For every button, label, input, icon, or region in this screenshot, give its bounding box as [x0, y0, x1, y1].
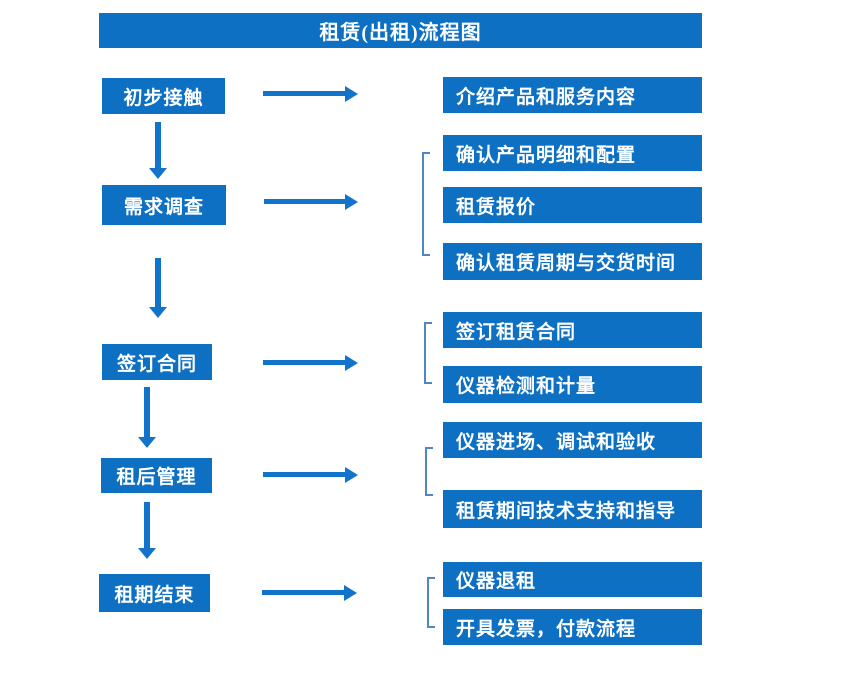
- step-box-initial-contact: 初步接触: [102, 78, 225, 114]
- arrow-head-icon: [345, 194, 358, 210]
- detail-box-instrument-entry-debug-acceptance: 仪器进场、调试和验收: [443, 422, 702, 458]
- arrow-shaft: [155, 258, 161, 308]
- bracket-step4-details: [425, 447, 433, 496]
- detail-box-instrument-return: 仪器退租: [443, 562, 702, 597]
- step-box-demand-survey: 需求调查: [102, 185, 226, 225]
- step-box-post-lease-management: 租后管理: [101, 458, 212, 493]
- arrow-shaft: [144, 387, 150, 438]
- right-arrow-step3: [263, 355, 358, 371]
- arrow-head-icon: [345, 355, 358, 371]
- right-arrow-step1: [263, 86, 358, 102]
- right-arrow-step5: [262, 585, 357, 601]
- detail-box-invoice-payment-process: 开具发票，付款流程: [443, 609, 702, 645]
- detail-box-lease-quotation: 租赁报价: [443, 187, 702, 223]
- arrow-head-icon: [344, 585, 357, 601]
- arrow-shaft: [263, 360, 347, 365]
- detail-box-confirm-product-details-config: 确认产品明细和配置: [443, 135, 702, 171]
- detail-box-confirm-lease-period-delivery: 确认租赁周期与交货时间: [443, 243, 702, 280]
- arrow-head-icon: [138, 548, 156, 559]
- detail-box-introduce-products-services: 介绍产品和服务内容: [443, 77, 702, 113]
- down-arrow-step3-step4: [138, 387, 156, 448]
- right-arrow-step2: [264, 194, 358, 210]
- detail-box-technical-support-guidance: 租赁期间技术支持和指导: [443, 490, 702, 528]
- step-box-lease-end: 租期结束: [99, 574, 210, 612]
- arrow-head-icon: [345, 467, 358, 483]
- arrow-shaft: [155, 122, 161, 169]
- bracket-step3-details: [424, 322, 432, 384]
- arrow-head-icon: [149, 307, 167, 318]
- flowchart-title: 租赁(出租)流程图: [99, 13, 702, 48]
- arrow-shaft: [263, 91, 347, 96]
- arrow-shaft: [263, 472, 347, 477]
- arrow-head-icon: [345, 86, 358, 102]
- arrow-shaft: [262, 590, 346, 595]
- arrow-head-icon: [138, 437, 156, 448]
- arrow-head-icon: [149, 168, 167, 179]
- arrow-shaft: [264, 199, 347, 204]
- down-arrow-step2-step3: [149, 258, 167, 318]
- bracket-step5-details: [427, 577, 435, 628]
- right-arrow-step4: [263, 467, 358, 483]
- detail-box-instrument-testing-measurement: 仪器检测和计量: [443, 366, 702, 403]
- step-box-sign-contract: 签订合同: [102, 344, 212, 380]
- down-arrow-step1-step2: [149, 122, 167, 179]
- bracket-step2-details: [422, 152, 430, 256]
- detail-box-sign-lease-contract: 签订租赁合同: [443, 312, 702, 348]
- down-arrow-step4-step5: [138, 502, 156, 559]
- arrow-shaft: [144, 502, 150, 549]
